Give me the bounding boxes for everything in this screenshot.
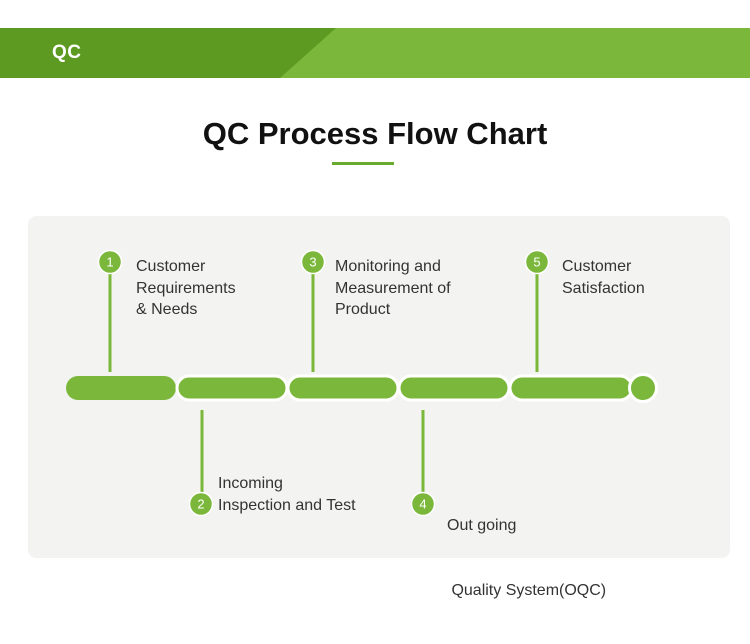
step-5-badge: 5 [524, 249, 550, 275]
timeline-segment [175, 374, 289, 402]
step-2-label: Incoming Inspection and Test [218, 473, 356, 516]
timeline-end-cap [628, 373, 658, 403]
step-5-label: Customer Satisfaction [562, 256, 645, 299]
step-5-line: Customer [562, 258, 632, 275]
page-title: QC Process Flow Chart [202, 116, 548, 151]
step-3-number: 3 [309, 255, 316, 270]
header-banner-dark-shape [0, 28, 336, 78]
step-1-line: Customer [136, 258, 206, 275]
step-4-badge: 4 [410, 491, 436, 517]
step-1-line: Requirements [136, 279, 236, 297]
step-4-line: Out going [447, 517, 517, 534]
step-1-line: & Needs [136, 301, 198, 318]
step-3-line: Measurement of [335, 279, 451, 297]
step-3-label: Monitoring and Measurement of Product [335, 256, 451, 321]
timeline-segment [508, 374, 634, 402]
timeline-segment [66, 376, 176, 400]
title-underline [332, 162, 394, 165]
step-1-badge: 1 [97, 249, 123, 275]
timeline-segment [397, 374, 511, 402]
step-3-line: Monitoring and [335, 258, 441, 275]
step-2-line: Inspection and Test [218, 496, 356, 514]
step-2-line: Incoming [218, 475, 283, 492]
flow-chart-panel: 1 3 5 2 4 Customer Requirements & Needs … [28, 216, 730, 599]
timeline-bar [66, 373, 658, 403]
header-banner: QC [0, 28, 750, 78]
step-3-badge: 3 [300, 249, 326, 275]
step-1-label: Customer Requirements & Needs [136, 256, 236, 321]
step-2-number: 2 [197, 497, 204, 512]
step-2-badge: 2 [188, 491, 214, 517]
step-4-label: Out going Quality System(OQC) [447, 472, 606, 644]
header-label: QC [52, 42, 82, 63]
step-4-line: Quality System(OQC) [447, 581, 607, 599]
step-5-number: 5 [533, 255, 540, 270]
step-1-number: 1 [106, 255, 113, 270]
step-5-line: Satisfaction [562, 279, 645, 297]
timeline-segment [286, 374, 400, 402]
step-4-number: 4 [419, 497, 426, 512]
flow-chart-diagram: 1 3 5 2 4 [66, 249, 658, 517]
step-3-line: Product [335, 301, 391, 318]
